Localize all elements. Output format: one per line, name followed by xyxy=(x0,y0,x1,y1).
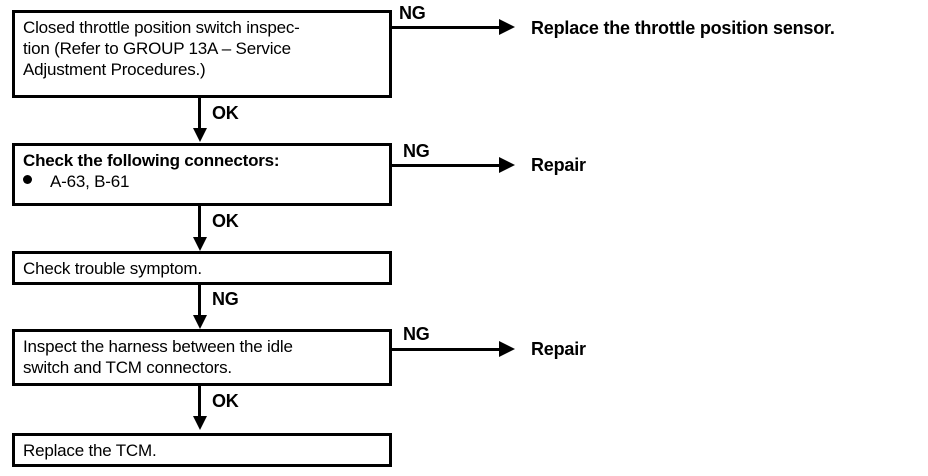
flowchart-step-2-bullet-row: A-63, B-61 xyxy=(23,171,389,193)
ok-connector-2-arrowhead xyxy=(192,237,207,251)
ok-connector-3-arrowhead xyxy=(192,416,207,430)
ng-branch-3-label: NG xyxy=(403,324,430,344)
ok-connector-2-line xyxy=(198,206,201,241)
ng-branch-3-arrowhead xyxy=(499,341,515,357)
flowchart-step-2-heading: Check the following connectors: xyxy=(23,151,280,170)
flowchart-step-4-box: Inspect the harness between the idle swi… xyxy=(12,329,392,386)
flowchart-step-1-box: Closed throttle position switch inspec- … xyxy=(12,10,392,98)
ng-branch-1-line xyxy=(392,26,502,29)
result-repair-connectors: Repair xyxy=(531,155,586,175)
flowchart-step-1-text: Closed throttle position switch inspec- … xyxy=(23,18,300,79)
ng-branch-1-label: NG xyxy=(399,3,426,23)
ok-connector-2-label: OK xyxy=(212,211,239,231)
bullet-dot-icon xyxy=(23,175,32,184)
ok-connector-1-line xyxy=(198,98,201,132)
flowchart-step-3-box: Check trouble symptom. xyxy=(12,251,392,285)
ok-connector-1-label: OK xyxy=(212,103,239,123)
ok-connector-3-line xyxy=(198,386,201,420)
result-replace-throttle-position-sensor: Replace the throttle position sensor. xyxy=(531,18,835,38)
flowchart-step-5-box: Replace the TCM. xyxy=(12,433,392,467)
result-repair-harness: Repair xyxy=(531,339,586,359)
ng-connector-down-label: NG xyxy=(212,289,239,309)
flowchart-step-2-box: Check the following connectors: A-63, B-… xyxy=(12,143,392,206)
ng-connector-down-line xyxy=(198,285,201,319)
flowchart-step-2-bullet-text: A-63, B-61 xyxy=(50,172,130,191)
ng-branch-2-line xyxy=(392,164,502,167)
flowchart-step-4-text: Inspect the harness between the idle swi… xyxy=(23,337,293,377)
ok-connector-3-label: OK xyxy=(212,391,239,411)
ng-branch-3-line xyxy=(392,348,502,351)
ng-branch-2-arrowhead xyxy=(499,157,515,173)
flowchart-step-3-text: Check trouble symptom. xyxy=(23,259,202,278)
ok-connector-1-arrowhead xyxy=(192,128,207,142)
ng-branch-1-arrowhead xyxy=(499,19,515,35)
flowchart-step-5-text: Replace the TCM. xyxy=(23,441,157,460)
ng-branch-2-label: NG xyxy=(403,141,430,161)
ng-connector-down-arrowhead xyxy=(192,315,207,329)
